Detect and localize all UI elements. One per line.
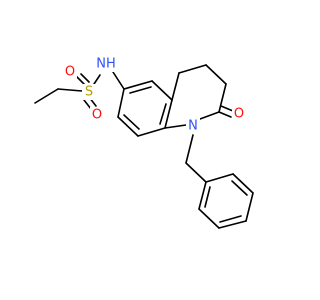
sulfur-atom: S (82, 84, 96, 100)
bond-n-carbonyl (199, 111, 220, 120)
bond-ph-6-inner (204, 186, 211, 208)
atom-label-o-bottom: O (92, 108, 102, 123)
bond-ch2-a (171, 72, 180, 101)
atom-label-n: N (188, 119, 198, 134)
bonds (34, 64, 254, 229)
atom-label-s: S (85, 85, 93, 100)
bond-n-ring (164, 124, 187, 129)
bond-ch2-c (205, 64, 227, 85)
bond-ph-5 (198, 208, 220, 229)
bond-c-carbonyl (218, 83, 227, 113)
bond-ch2-b (178, 64, 207, 74)
bond-ph-6 (198, 181, 207, 210)
bond-ar-6 (117, 88, 125, 118)
bond-nh-ring (112, 71, 125, 90)
carbonyl-oxygen-atom: O (232, 106, 246, 122)
atom-labels: O O S NH N O (63, 56, 246, 134)
bond-ph-3 (245, 192, 254, 222)
bond-ar-1-inner (129, 86, 152, 94)
bond-ph-2 (232, 173, 254, 194)
bond-ar-5-inner (123, 114, 140, 130)
bond-ph-2-inner (231, 180, 248, 196)
oxygen-atom-top: O (63, 64, 77, 80)
bond-ar-1 (123, 80, 153, 90)
bond-co-1 (218, 111, 232, 118)
nh-atom: NH (95, 56, 117, 72)
bond-ph-4-inner (219, 215, 242, 223)
structure-diagram: O O S NH N O (34, 56, 254, 229)
bond-ar-3 (164, 99, 173, 129)
atom-label-nh: NH (96, 57, 116, 72)
bond-ethyl-ch3 (34, 88, 59, 104)
atom-label-o-top: O (65, 65, 75, 80)
bond-ethyl-ch2 (57, 88, 83, 92)
bond-ar-5 (117, 116, 139, 137)
bond-s-o-bottom-1 (83, 99, 92, 110)
oxygen-atom-bottom: O (90, 107, 104, 123)
bond-n-ch2 (185, 134, 194, 164)
bond-ph-1 (205, 173, 234, 183)
bond-ch2-ph (185, 162, 207, 183)
bond-s-o-top-1 (75, 75, 85, 85)
bond-s-nh (93, 74, 101, 85)
bond-ar-2 (151, 80, 173, 101)
bond-ar-3-inner (159, 103, 167, 125)
ring-nitrogen-atom: N (186, 118, 200, 134)
bond-s-o-top-2 (80, 73, 90, 83)
bond-ph-4 (218, 220, 247, 229)
bond-ar-4 (137, 127, 166, 137)
bond-co-2 (220, 105, 234, 112)
atom-label-o-carbonyl: O (234, 107, 244, 122)
